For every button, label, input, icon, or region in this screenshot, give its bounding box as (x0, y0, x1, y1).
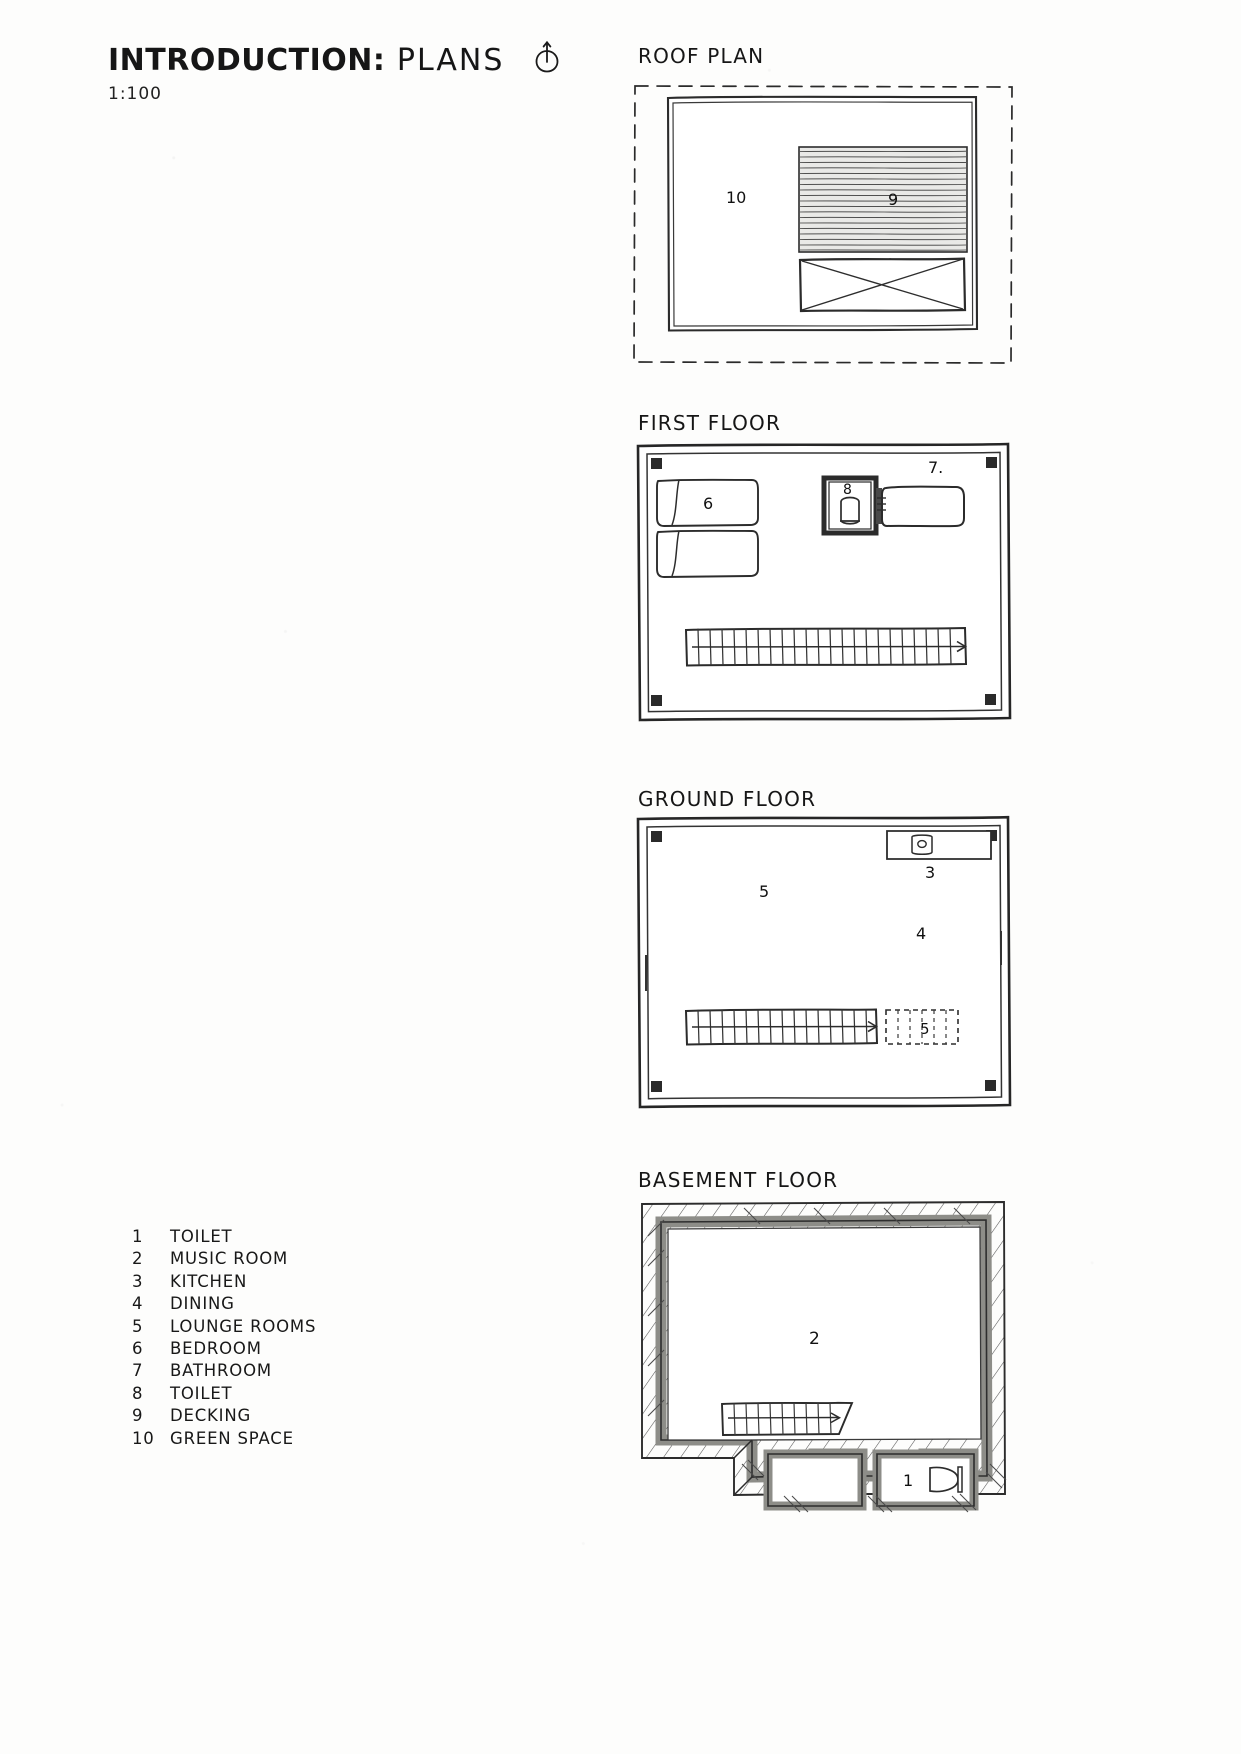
legend-label: DINING (170, 1294, 235, 1314)
plan-drawing-first-floor: 6 8 7. (624, 440, 1024, 730)
stair-direction-arrow (956, 640, 968, 653)
legend-label: TOILET (170, 1383, 233, 1403)
bedroom-furniture (656, 478, 759, 578)
legend-item: 2 MUSIC ROOM (132, 1248, 316, 1270)
drawing-scale: 1:100 (108, 84, 162, 104)
legend-number: 1 (132, 1227, 144, 1246)
legend-number: 9 (132, 1406, 144, 1426)
room-label-6: 6 (703, 494, 713, 513)
column-markers (651, 457, 997, 706)
bathroom-fittings: 7. (876, 458, 965, 528)
plan-title-first-floor: FIRST FLOOR (638, 411, 782, 435)
plan-drawing-basement-floor: 2 1 (624, 1196, 1024, 1546)
basement-wall-hatch-ticks (647, 1207, 1007, 1513)
stair-direction-arrow (867, 1020, 879, 1033)
legend-item: 8 TOILET (132, 1383, 316, 1405)
sheet-title-block: INTRODUCTION: PLANS 1:100 (108, 40, 564, 104)
plan-drawing-roof: 9 10 (624, 78, 1024, 378)
legend-item: 3 KITCHEN (132, 1271, 316, 1293)
room-label-8: 8 (843, 482, 852, 498)
basement-store-room (767, 1453, 863, 1507)
room-label-7: 7. (928, 458, 943, 477)
legend-number: 2 (132, 1249, 144, 1269)
legend-label: KITCHEN (170, 1271, 248, 1291)
ground-floor-inner-wall (646, 824, 1003, 1100)
legend-item: 10 GREEN SPACE (132, 1428, 316, 1450)
legend-item: 4 DINING (132, 1293, 316, 1315)
kitchen-sink-icon (911, 834, 933, 855)
plan-title-roof: ROOF PLAN (638, 44, 765, 68)
wc-pan-icon (929, 1466, 959, 1493)
music-room-floor (668, 1227, 981, 1440)
legend-number: 8 (132, 1383, 144, 1403)
page-title: INTRODUCTION: PLANS (108, 43, 504, 78)
north-arrow-icon (530, 40, 564, 80)
legend-label: TOILET (170, 1227, 233, 1246)
room-label-5: 5 (759, 882, 769, 901)
legend-number: 6 (132, 1339, 144, 1359)
wall-openings (645, 931, 1002, 991)
roof-outline-inner (672, 101, 974, 327)
stair-void-dashed: 5 (885, 1009, 959, 1045)
wc-pan-icon (840, 496, 860, 525)
room-label-3: 3 (925, 863, 935, 882)
bathtub-icon (881, 485, 965, 528)
room-label-4: 4 (916, 924, 926, 943)
roof-decking-area: 9 (798, 146, 968, 253)
legend-label: GREEN SPACE (170, 1428, 294, 1448)
basement-toilet-room (876, 1453, 975, 1507)
legend-label: BEDROOM (170, 1339, 262, 1359)
legend-label: DECKING (170, 1406, 252, 1426)
legend-number: 4 (132, 1294, 144, 1314)
room-legend: 1 TOILET 2 MUSIC ROOM 3 KITCHEN 4 DINING… (132, 1226, 316, 1450)
staircase-first-floor (684, 626, 968, 667)
stair-direction-line (691, 1025, 876, 1028)
toilet-cubicle: 8 (821, 475, 879, 536)
room-label-2: 2 (809, 1329, 820, 1349)
legend-item: 9 DECKING (132, 1405, 316, 1427)
room-label-5-alt: 5 (920, 1020, 930, 1038)
stair-direction-line (727, 1416, 839, 1419)
plan-title-ground-floor: GROUND FLOOR (638, 787, 817, 811)
plan-drawing-ground-floor: 3 5 4 5 (624, 815, 1024, 1115)
ground-floor-outer-wall (636, 815, 1012, 1109)
legend-number: 5 (132, 1316, 144, 1336)
staircase-ground-floor (684, 1008, 879, 1046)
legend-number: 7 (132, 1361, 144, 1381)
first-floor-inner-wall (646, 451, 1003, 713)
legend-label: MUSIC ROOM (170, 1249, 289, 1269)
page-title-light: PLANS (385, 42, 505, 78)
basement-service-rooms: 1 (763, 1449, 979, 1511)
legend-item: 6 BEDROOM (132, 1338, 316, 1360)
legend-number: 3 (132, 1271, 144, 1291)
room-label-10: 10 (726, 188, 746, 207)
roof-rooflight-panel (798, 257, 967, 313)
stair-direction-line (691, 645, 965, 648)
legend-label: LOUNGE ROOMS (170, 1316, 317, 1336)
legend-item: 5 LOUNGE ROOMS (132, 1316, 316, 1338)
site-boundary-dashed (633, 85, 1013, 364)
legend-number: 10 (132, 1428, 155, 1448)
legend-item: 7 BATHROOM (132, 1360, 316, 1382)
stair-direction-arrow (830, 1412, 842, 1424)
room-label-1: 1 (903, 1471, 913, 1490)
legend-label: BATHROOM (170, 1361, 272, 1381)
room-label-9: 9 (888, 190, 898, 209)
staircase-basement (721, 1401, 854, 1436)
page-title-bold: INTRODUCTION: (108, 42, 386, 78)
kitchen-counter: 3 (886, 830, 992, 882)
plan-title-basement-floor: BASEMENT FLOOR (638, 1168, 839, 1192)
legend-item: 1 TOILET (132, 1226, 316, 1248)
